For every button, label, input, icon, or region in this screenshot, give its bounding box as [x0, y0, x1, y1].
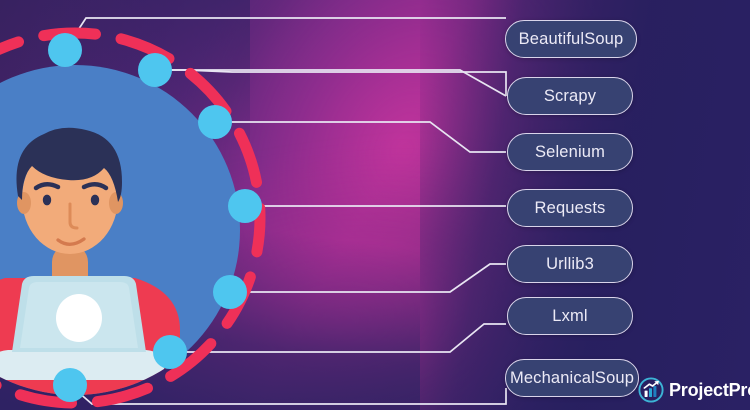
brand-logo-text: ProjectPro: [669, 379, 750, 400]
arc-dot-requests[interactable]: [228, 189, 262, 223]
arc-dot-lxml[interactable]: [153, 335, 187, 369]
projectpro-chart-circle-icon: [638, 377, 664, 403]
arc-dot-urllib3[interactable]: [213, 275, 247, 309]
arc-dot-scrapy[interactable]: [138, 53, 172, 87]
label-pill-requests[interactable]: Requests: [507, 189, 633, 227]
connector-lxml: [170, 323, 506, 353]
arc-dot-selenium[interactable]: [198, 105, 232, 139]
label-pill-beautifulsoup[interactable]: BeautifulSoup: [505, 20, 637, 58]
dashed-arc: [0, 27, 266, 409]
arc-nodes: [48, 33, 262, 402]
arc-dot-mechanicalsoup[interactable]: [53, 368, 87, 402]
brand-logo[interactable]: ProjectPro: [638, 377, 750, 403]
label-pill-scrapy[interactable]: Scrapy: [507, 77, 633, 115]
arc-dot-beautifulsoup[interactable]: [48, 33, 82, 67]
label-pill-selenium[interactable]: Selenium: [507, 133, 633, 171]
label-pill-lxml[interactable]: Lxml: [507, 297, 633, 335]
label-pill-mechanicalsoup[interactable]: MechanicalSoup: [505, 359, 639, 397]
label-pill-urllib3[interactable]: Urllib3: [507, 245, 633, 283]
connector-urllib3: [230, 263, 506, 293]
connector-selenium: [215, 121, 506, 153]
